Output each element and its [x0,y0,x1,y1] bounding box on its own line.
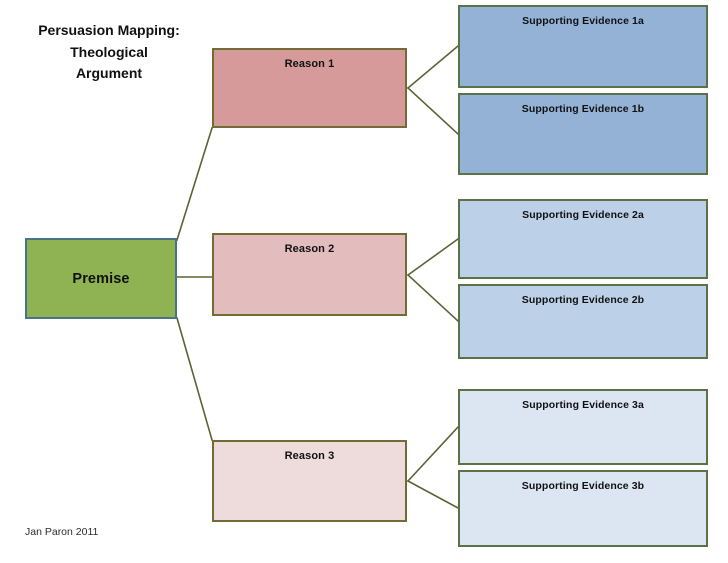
node-reason-1[interactable]: Reason 1 [212,48,407,128]
node-evidence-1a-label: Supporting Evidence 1a [522,15,644,27]
node-evidence-2a-label: Supporting Evidence 2a [522,209,644,221]
node-evidence-1b-label: Supporting Evidence 1b [521,103,645,115]
diagram-title: Persuasion Mapping: Theological Argument [14,20,204,85]
node-reason-1-label: Reason 1 [284,58,335,70]
connector-reason2-evidence2a [406,237,460,277]
node-evidence-2b[interactable]: Supporting Evidence 2b [458,284,708,359]
node-evidence-3a[interactable]: Supporting Evidence 3a [458,389,708,465]
connector-premise-reason3 [176,317,213,441]
node-premise-label: Premise [72,270,130,287]
node-reason-3-label: Reason 3 [284,450,335,462]
title-line-2: Theological [70,43,148,60]
node-evidence-1a[interactable]: Supporting Evidence 1a [458,5,708,88]
node-evidence-3a-label: Supporting Evidence 3a [522,399,644,411]
title-line-3: Argument [75,65,143,82]
node-reason-3[interactable]: Reason 3 [212,440,407,522]
node-premise[interactable]: Premise [25,238,177,319]
node-evidence-3b-label: Supporting Evidence 3b [521,480,645,492]
connector-premise-reason1 [175,126,214,242]
node-reason-2[interactable]: Reason 2 [212,233,407,316]
connector-reason2-evidence2b [406,273,460,323]
connector-reason1-evidence1b [406,86,460,136]
node-evidence-2b-label: Supporting Evidence 2b [521,294,645,306]
node-reason-2-label: Reason 2 [284,243,335,255]
title-line-1: Persuasion Mapping: [38,22,180,38]
author-credit: Jan Paron 2011 [25,526,99,538]
node-evidence-2a[interactable]: Supporting Evidence 2a [458,199,708,279]
node-evidence-3b[interactable]: Supporting Evidence 3b [458,470,708,547]
connector-reason3-evidence3a [406,425,460,483]
connector-reason3-evidence3b [406,479,460,510]
node-evidence-1b[interactable]: Supporting Evidence 1b [458,93,708,175]
connector-reason1-evidence1a [406,44,460,90]
